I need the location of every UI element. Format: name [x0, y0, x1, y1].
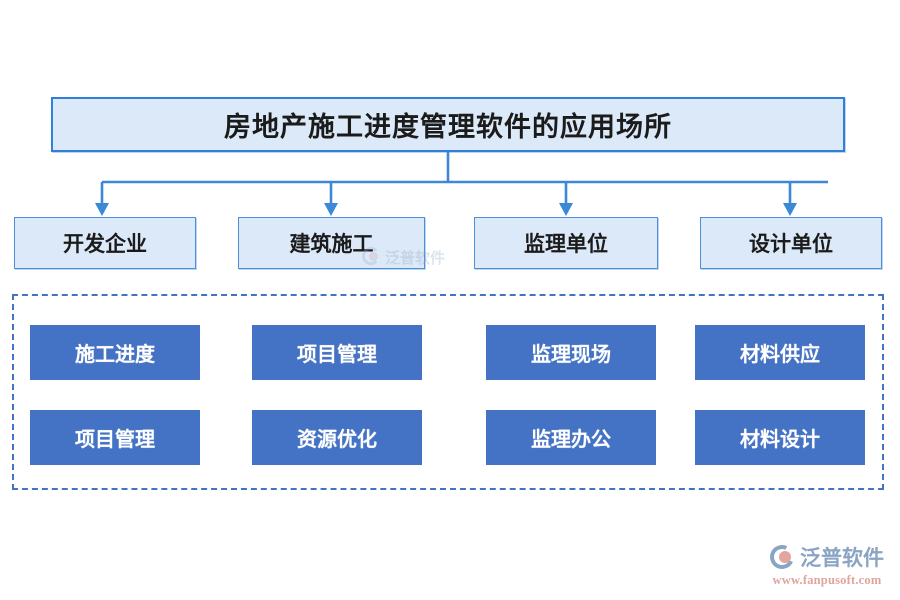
brand-logo-row: 泛普软件 [766, 541, 884, 573]
feature-box-r1c1[interactable]: 施工进度 [30, 325, 200, 380]
feature-label: 项目管理 [297, 344, 377, 366]
feature-label: 项目管理 [75, 429, 155, 451]
category-box-construction[interactable]: 建筑施工 [238, 217, 425, 269]
category-label: 设计单位 [749, 232, 833, 256]
feature-box-r2c3[interactable]: 监理办公 [486, 410, 656, 465]
brand-logo: 泛普软件 www.fanpusoft.com [766, 540, 888, 590]
feature-label: 材料供应 [740, 344, 820, 366]
arrowhead-1 [95, 203, 109, 216]
fanpu-logo-icon [766, 541, 798, 573]
arrowhead-3 [559, 203, 573, 216]
feature-box-r2c4[interactable]: 材料设计 [695, 410, 865, 465]
category-box-design[interactable]: 设计单位 [700, 217, 882, 269]
feature-box-r1c2[interactable]: 项目管理 [252, 325, 422, 380]
feature-box-r1c4[interactable]: 材料供应 [695, 325, 865, 380]
category-box-developer[interactable]: 开发企业 [14, 217, 196, 269]
brand-name: 泛普软件 [800, 547, 884, 570]
arrowhead-4 [783, 203, 797, 216]
page-title: 房地产施工进度管理软件的应用场所 [224, 112, 672, 142]
brand-url: www.fanpusoft.com [772, 573, 882, 587]
feature-label: 监理现场 [531, 344, 611, 366]
features-dashed-region [12, 294, 884, 490]
feature-label: 施工进度 [75, 344, 155, 366]
category-label: 监理单位 [524, 232, 608, 256]
feature-box-r2c1[interactable]: 项目管理 [30, 410, 200, 465]
connector-arrowheads [95, 203, 797, 216]
feature-box-r2c2[interactable]: 资源优化 [252, 410, 422, 465]
feature-box-r1c3[interactable]: 监理现场 [486, 325, 656, 380]
arrowhead-2 [324, 203, 338, 216]
diagram-title-box: 房地产施工进度管理软件的应用场所 [51, 97, 845, 152]
category-label: 开发企业 [63, 232, 147, 256]
category-label: 建筑施工 [289, 232, 374, 256]
feature-label: 材料设计 [740, 429, 820, 451]
feature-label: 监理办公 [531, 429, 611, 451]
category-box-supervision[interactable]: 监理单位 [474, 217, 658, 269]
feature-label: 资源优化 [297, 429, 377, 451]
